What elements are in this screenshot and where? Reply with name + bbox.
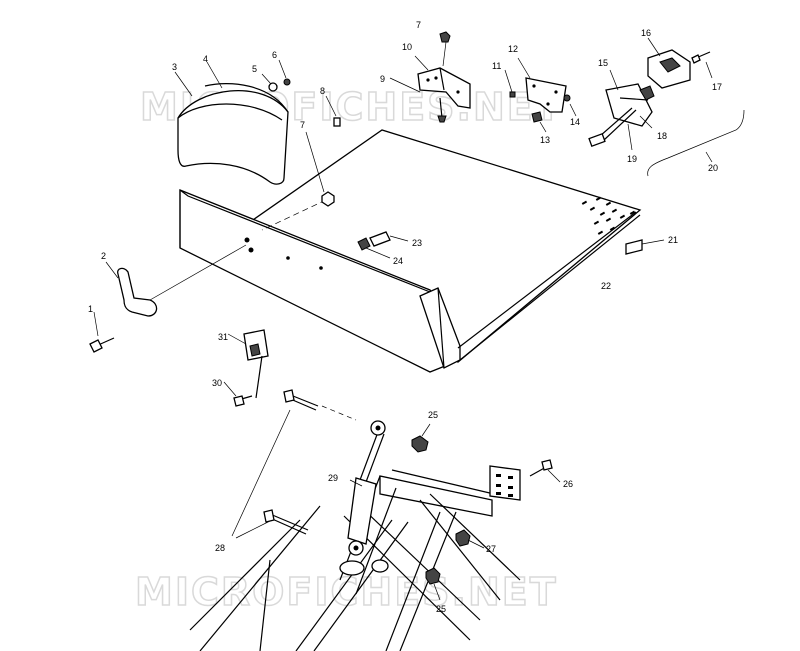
callout-26: 26 — [563, 479, 573, 489]
callout-22: 22 — [601, 281, 611, 291]
bracket-plate — [489, 459, 561, 501]
tail-light-assembly — [588, 69, 655, 151]
callout-28: 28 — [215, 543, 225, 553]
callout-25-bottom: 25 — [436, 604, 446, 614]
callout-21: 21 — [668, 235, 678, 245]
nut — [425, 567, 441, 585]
callout-3: 3 — [172, 62, 177, 72]
callout-9: 9 — [380, 74, 385, 84]
callout-7-box: 7 — [300, 120, 305, 130]
frame — [189, 389, 521, 651]
callout-10: 10 — [402, 42, 412, 52]
mounting-plate — [504, 57, 577, 133]
callout-8: 8 — [320, 86, 325, 96]
screw — [333, 117, 341, 127]
callout-15: 15 — [598, 58, 608, 68]
callout-17: 17 — [712, 82, 722, 92]
callout-12: 12 — [508, 44, 518, 54]
cargo-box — [179, 129, 642, 373]
callout-31: 31 — [218, 332, 228, 342]
callout-1: 1 — [88, 304, 93, 314]
callout-2: 2 — [101, 251, 106, 261]
callout-5: 5 — [252, 64, 257, 74]
callout-29: 29 — [328, 473, 338, 483]
callout-25-top: 25 — [428, 410, 438, 420]
nut — [321, 191, 335, 207]
bolt-spacer — [357, 231, 409, 259]
callout-30: 30 — [212, 378, 222, 388]
latch-bracket — [389, 31, 471, 123]
callout-6: 6 — [272, 50, 277, 60]
callout-19: 19 — [627, 154, 637, 164]
hinge — [223, 329, 269, 407]
assembly-bracket — [647, 109, 745, 177]
callout-16: 16 — [641, 28, 651, 38]
nut — [411, 435, 429, 453]
callout-4: 4 — [203, 54, 208, 64]
gas-strut — [347, 420, 386, 556]
decal — [625, 239, 643, 255]
handle — [89, 244, 247, 353]
callout-14: 14 — [570, 117, 580, 127]
washer — [268, 82, 278, 92]
nut — [455, 529, 471, 547]
backrest — [174, 61, 289, 185]
callout-labels: 1 2 3 4 5 6 7 7 8 9 10 11 12 13 14 15 16… — [88, 20, 722, 614]
callout-7-bracket: 7 — [416, 20, 421, 30]
callout-20: 20 — [708, 163, 718, 173]
callout-23: 23 — [412, 238, 422, 248]
nut — [283, 78, 291, 86]
callout-13: 13 — [540, 135, 550, 145]
callout-24: 24 — [393, 256, 403, 266]
lamp-housing — [647, 37, 713, 89]
callout-27: 27 — [486, 544, 496, 554]
callout-18: 18 — [657, 131, 667, 141]
callout-11: 11 — [492, 61, 501, 71]
